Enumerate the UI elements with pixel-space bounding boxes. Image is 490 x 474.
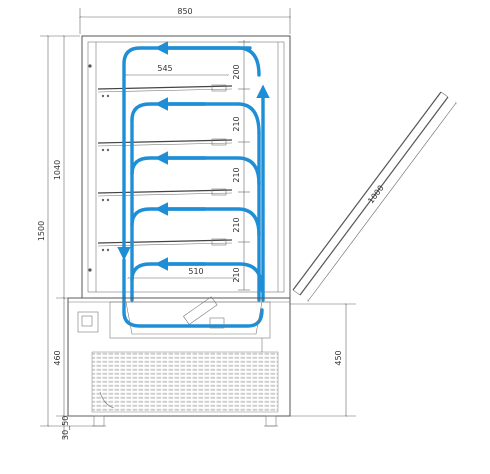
airflow-bottom-loop bbox=[122, 258, 264, 328]
dimension-height-base-left: 460 bbox=[53, 296, 90, 418]
dimension-foot-height: 30_50 bbox=[40, 416, 94, 440]
label-shelf-gap-4: 210 bbox=[232, 217, 241, 232]
shelf-3 bbox=[97, 188, 233, 202]
airflow-side-loops bbox=[130, 118, 261, 302]
label-height-base-left: 460 bbox=[53, 350, 62, 365]
label-shelf-gap-5: 210 bbox=[232, 267, 241, 282]
label-shelf-depth-top: 545 bbox=[157, 64, 172, 73]
dimension-height-total: 1500 bbox=[37, 34, 80, 428]
airflow-top-loop bbox=[117, 46, 261, 261]
label-glass-length: 1000 bbox=[366, 184, 385, 206]
label-shelf-gap-3: 210 bbox=[232, 167, 241, 182]
label-shelf-gap-1: 200 bbox=[232, 64, 241, 79]
dimension-shelf-gaps: 200 210 210 210 210 bbox=[232, 40, 250, 291]
shelf-4 bbox=[97, 238, 233, 252]
label-shelf-gap-2: 210 bbox=[232, 116, 241, 131]
foot-left bbox=[93, 415, 105, 427]
shelves bbox=[97, 84, 233, 252]
dimension-shelf-depth-bottom: 510 bbox=[126, 267, 238, 280]
label-foot-height: 30_50 bbox=[61, 416, 70, 440]
foot-right bbox=[265, 415, 277, 427]
shelf-2 bbox=[97, 138, 233, 152]
dimension-width-total: 850 bbox=[78, 7, 292, 34]
label-height-display: 1040 bbox=[53, 160, 62, 180]
base-unit bbox=[67, 296, 291, 427]
airflow-arrows bbox=[117, 41, 270, 328]
label-shelf-depth-bottom: 510 bbox=[188, 267, 203, 276]
label-width-total: 850 bbox=[177, 7, 192, 16]
ventilation-grille bbox=[91, 351, 279, 413]
dimension-shelf-depth-top: 545 bbox=[124, 64, 230, 77]
shelf-1 bbox=[97, 84, 233, 98]
dimension-height-display: 1040 bbox=[53, 34, 66, 300]
label-height-total: 1500 bbox=[37, 221, 46, 241]
label-height-base-right: 450 bbox=[334, 350, 343, 365]
dimension-height-base-right: 450 bbox=[290, 302, 356, 418]
front-glass: 1000 bbox=[292, 91, 457, 303]
